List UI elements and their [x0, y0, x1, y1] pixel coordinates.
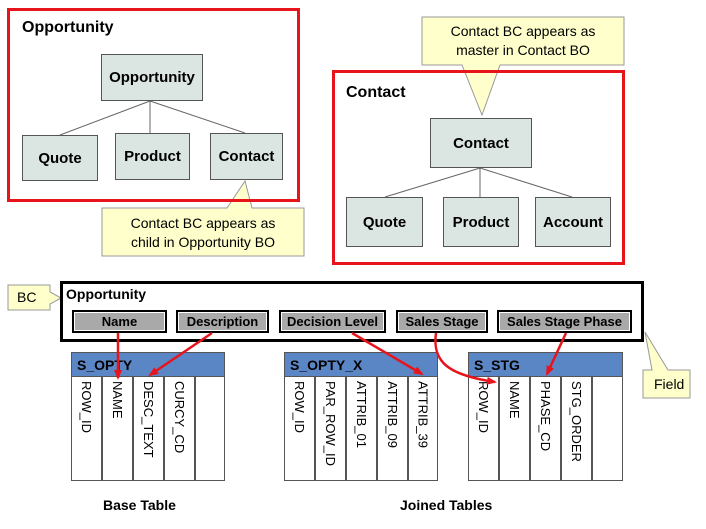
column-label: PHASE_CD [538, 381, 553, 452]
field-decision-level: Decision Level [279, 310, 386, 333]
bc-tag-label: BC [17, 289, 37, 305]
table-s-opty-x-col-3: ATTRIB_01 [346, 377, 377, 481]
bc-tag-shape [7, 284, 63, 311]
column-label: ATTRIB_09 [385, 381, 400, 448]
table-s-stg-header: S_STG [468, 352, 623, 377]
opportunity-child-product: Product [115, 133, 190, 180]
callout-contact-text: Contact BC appears as master in Contact … [422, 22, 624, 60]
table-s-opty-col-1: ROW_ID [71, 377, 102, 481]
table-s-stg-col-4: STG_ORDER [561, 377, 592, 481]
field-name: Name [72, 310, 167, 333]
table-s-opty-col-4: CURCY_CD [164, 377, 195, 481]
contact-child-quote: Quote [346, 197, 423, 247]
column-label: ROW_ID [79, 381, 94, 433]
table-s-opty-x-header: S_OPTY_X [284, 352, 438, 377]
field-sales-stage: Sales Stage [396, 310, 488, 333]
callout-contact-line-2: master in Contact BO [456, 42, 590, 58]
contact-child-product: Product [443, 197, 519, 247]
contact-root-node: Contact [430, 118, 532, 168]
contact-child-account: Account [535, 197, 611, 247]
opportunity-child-quote: Quote [22, 135, 98, 181]
callout-opportunity-line-1: Contact BC appears as [130, 215, 276, 231]
table-s-stg-col-5 [592, 377, 623, 481]
contact-tree-lines [384, 167, 573, 198]
callout-contact-line-1: Contact BC appears as [450, 23, 596, 39]
table-s-opty-col-5 [195, 377, 225, 481]
callout-opportunity-text: Contact BC appears as child in Opportuni… [102, 214, 304, 252]
column-label: NAME [507, 381, 522, 419]
field-callout-text: Field [654, 376, 685, 392]
table-s-opty-x-col-4: ATTRIB_09 [377, 377, 408, 481]
contact-bo-frame [332, 70, 625, 265]
table-s-opty-x-col-5: ATTRIB_39 [408, 377, 438, 481]
caption-base-table: Base Table [103, 497, 176, 513]
table-s-opty-x-col-1: ROW_ID [284, 377, 315, 481]
opportunity-child-contact: Contact [210, 133, 283, 180]
table-s-stg-col-3: PHASE_CD [530, 377, 561, 481]
caption-joined-tables: Joined Tables [400, 497, 493, 513]
column-label: DESC_TEXT [141, 381, 156, 458]
opportunity-bo-title: Opportunity [22, 19, 114, 36]
column-label: ATTRIB_39 [415, 381, 431, 448]
table-s-opty-col-2: NAME [102, 377, 133, 481]
callout-opportunity-line-2: child in Opportunity BO [131, 234, 275, 250]
opportunity-root-node: Opportunity [101, 54, 203, 101]
column-label: ROW_ID [476, 381, 491, 433]
opportunity-tree-lines [59, 100, 246, 136]
table-s-opty-col-3: DESC_TEXT [133, 377, 164, 481]
column-label: ATTRIB_01 [354, 381, 369, 448]
field-sales-stage-phase: Sales Stage Phase [497, 310, 632, 333]
field-callout-shape [642, 331, 691, 399]
callout-contact-shape [421, 16, 625, 117]
field-description: Description [176, 310, 269, 333]
table-s-stg-col-1: ROW_ID [468, 377, 499, 481]
contact-bo-title: Contact [346, 84, 406, 101]
column-label: PAR_ROW_ID [323, 381, 338, 466]
table-s-opty-header: S_OPTY [71, 352, 225, 377]
table-s-opty-x-col-2: PAR_ROW_ID [315, 377, 346, 481]
table-s-stg-col-2: NAME [499, 377, 530, 481]
column-label: NAME [110, 381, 125, 419]
column-label: ROW_ID [292, 381, 307, 433]
opportunity-bo-frame [7, 8, 300, 202]
bc-title: Opportunity [66, 286, 147, 302]
callout-opportunity-shape [101, 179, 305, 257]
column-label: CURCY_CD [172, 381, 187, 454]
column-label: STG_ORDER [569, 381, 584, 462]
